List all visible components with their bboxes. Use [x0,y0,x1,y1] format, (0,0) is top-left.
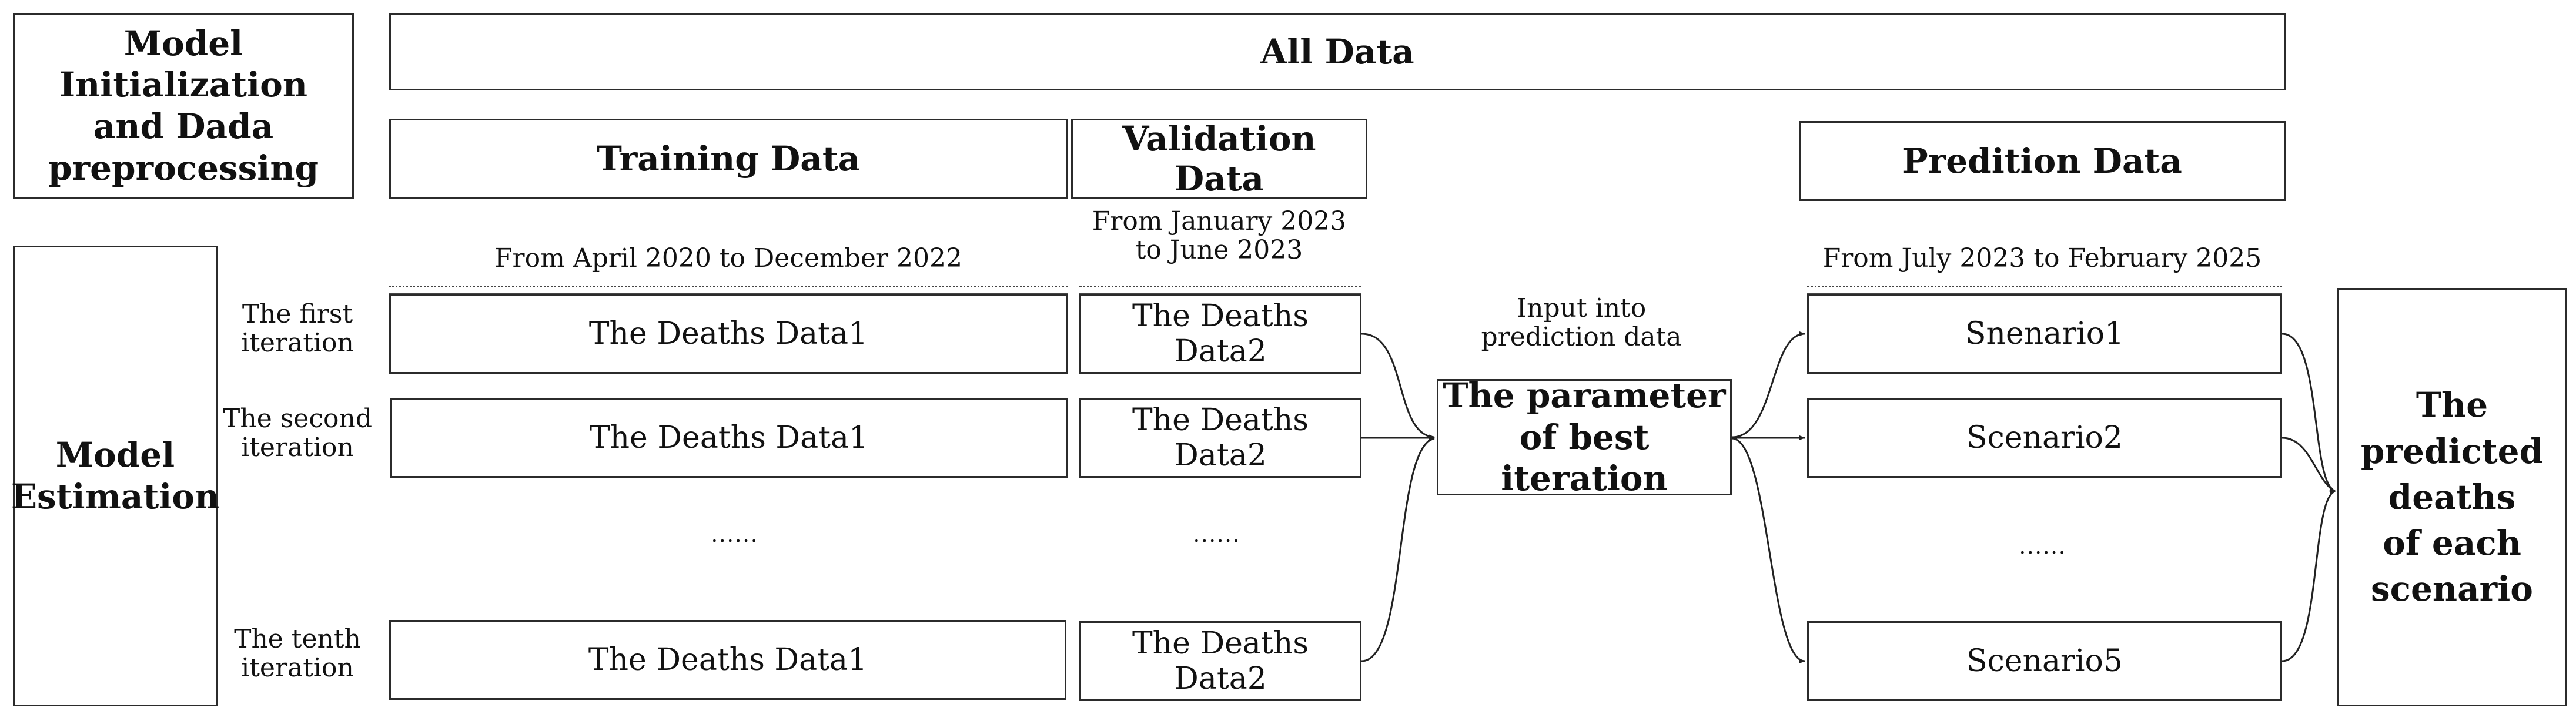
connector-best-to-scenario1 [1731,331,1805,438]
input-into-prediction-label: Input into prediction data [1428,294,1734,352]
connector-scenario2-to-output [2281,437,2336,492]
predicted-deaths-line5: scenario [2371,569,2533,609]
scenario-label: Scenario2 [1966,420,2123,455]
predicted-deaths-box: The predicted deaths of each scenario [2337,288,2567,706]
iteration-label-line2: iteration [241,653,354,683]
validation-deaths-label: The Deaths Data2 [1132,299,1309,369]
validation-period-label: From January 2023 to June 2023 [1071,207,1367,265]
scenario-ellipsis: ...... [2019,535,2067,559]
connector-validation1-to-best [1361,333,1435,440]
prediction-period-label: From July 2023 to February 2025 [1822,243,2262,273]
validation-deaths-box: The Deaths Data2 [1079,398,1361,478]
validation-period-line1: From January 2023 [1092,206,1347,236]
model-estimation-label: Model Estimation [11,435,220,517]
training-deaths-label: The Deaths Data1 [588,642,868,678]
training-deaths-box: The Deaths Data1 [389,294,1068,374]
predicted-deaths-line3: deaths [2388,477,2516,517]
validation-deaths-box: The Deaths Data2 [1079,621,1361,701]
predicted-deaths-title: The predicted deaths of each scenario [2361,382,2543,612]
input-into-line1: Input into [1516,293,1647,323]
validation-data-label: Validation Data [1122,119,1316,199]
scenario-label: Scenario5 [1966,643,2123,679]
predicted-deaths-line2: predicted [2360,431,2544,471]
validation-data-box: Validation Data [1071,119,1367,199]
iteration-label-line1: The tenth [234,624,361,654]
all-data-label: All Data [1260,32,1414,72]
training-ellipsis: ...... [711,523,759,547]
scenario-box: Scenario5 [1807,621,2282,701]
connector-scenario1-to-output [2281,333,2336,492]
training-data-box: Training Data [389,119,1068,199]
connector-validation3-to-best [1361,437,1435,662]
iteration-label: The first iteration [218,300,377,358]
iteration-label: The tenth iteration [218,625,377,683]
all-data-box: All Data [389,13,2286,90]
validation-ellipsis: ...... [1193,523,1241,547]
iteration-label-line2: iteration [241,328,354,358]
best-iteration-line1: The parameter [1443,375,1726,415]
validation-period-rule [1079,286,1361,294]
best-iteration-line2: of best iteration [1501,417,1668,499]
predicted-deaths-line4: of each [2383,523,2521,564]
iteration-label-line2: iteration [241,433,354,463]
input-into-line2: prediction data [1481,322,1682,353]
best-iteration-box: The parameter of best iteration [1437,376,1732,498]
training-deaths-label: The Deaths Data1 [588,316,868,351]
iteration-label: The second iteration [218,404,377,462]
scenario-box: Snenario1 [1807,294,2282,374]
training-deaths-label: The Deaths Data1 [589,420,869,455]
training-data-label: Training Data [596,139,861,179]
training-deaths-box: The Deaths Data1 [390,398,1068,478]
prediction-period-rule [1807,286,2282,294]
validation-deaths-box: The Deaths Data2 [1079,294,1361,374]
init-preprocessing-label: Model Initialization and Dada preprocess… [48,23,319,188]
iteration-label-line1: The first [242,299,353,329]
validation-deaths-label: The Deaths Data2 [1132,626,1309,696]
init-preprocessing-box: Model Initialization and Dada preprocess… [13,13,354,199]
predicted-deaths-line1: The [2416,385,2488,425]
validation-period-line2: to June 2023 [1135,235,1303,266]
connector-scenario5-to-output [2281,490,2336,662]
prediction-data-label: Predition Data [1902,141,2182,181]
best-iteration-title: The parameter of best iteration [1438,375,1730,500]
prediction-data-box: Predition Data [1799,121,2286,201]
training-period-rule [389,286,1068,294]
validation-deaths-label: The Deaths Data2 [1132,403,1309,473]
connector-best-to-scenario5 [1731,437,1805,663]
scenario-box: Scenario2 [1807,398,2282,478]
scenario-label: Snenario1 [1965,316,2125,351]
training-period-label: From April 2020 to December 2022 [494,243,962,273]
training-deaths-box: The Deaths Data1 [389,620,1066,700]
iteration-label-line1: The second [223,404,372,434]
model-estimation-box: Model Estimation [11,246,219,706]
